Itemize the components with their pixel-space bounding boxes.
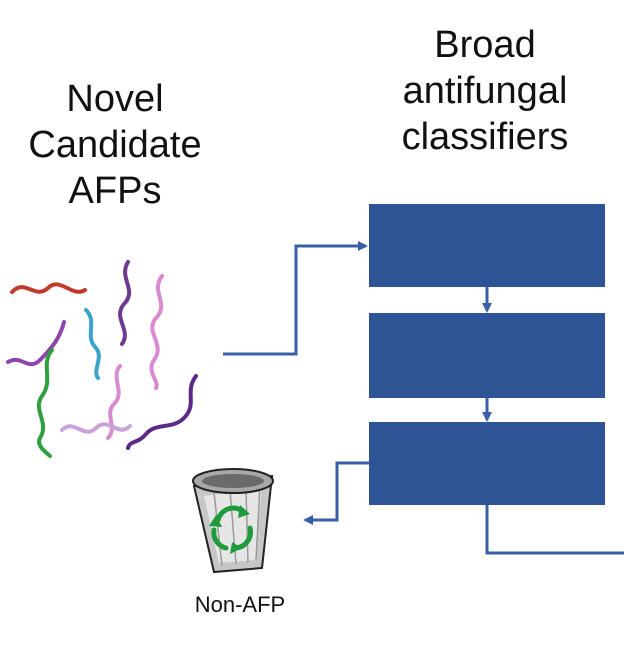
peptide-strand (60, 422, 132, 434)
classifiers-title-line: classifiers (401, 116, 569, 158)
peptide-strand (118, 260, 132, 346)
classifiers-title-line: antifungal (402, 70, 568, 112)
classifiers-title: Broad antifungal classifiers (355, 22, 615, 160)
peptide-strand (84, 308, 101, 380)
peptide-cluster (6, 260, 198, 458)
input-arrow (223, 241, 368, 356)
classifier-box-2 (369, 313, 605, 398)
recycle-bin-icon (192, 468, 274, 574)
pass-line (485, 505, 624, 555)
candidates-title-line: Novel (66, 78, 164, 120)
peptide-strand (6, 320, 66, 367)
candidates-title: Novel Candidate AFPs (0, 76, 230, 214)
peptide-strand (10, 282, 87, 294)
peptide-strand (126, 374, 198, 450)
peptide-strand (36, 348, 54, 458)
connectors (223, 241, 624, 555)
candidates-title-line: AFPs (68, 170, 162, 212)
classifiers-title-line: Broad (434, 24, 536, 66)
non-afp-label: Non-AFP (194, 592, 286, 617)
classifier-box-3 (369, 422, 605, 505)
peptide-strand (149, 274, 164, 390)
candidates-title-line: Candidate (28, 124, 202, 166)
reject-arrow (303, 461, 369, 525)
classifier-box-1 (369, 204, 605, 287)
